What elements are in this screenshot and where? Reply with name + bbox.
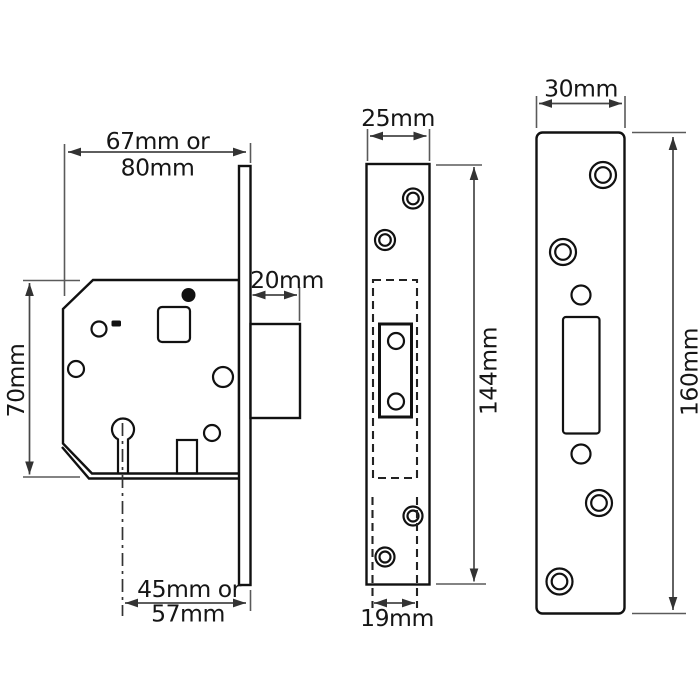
strike-bolt-aperture bbox=[561, 315, 601, 435]
faceplate-screw-hole-4 bbox=[374, 546, 396, 568]
case-bottom-slot bbox=[175, 438, 199, 475]
faceplate-front-view bbox=[365, 162, 431, 586]
bolt-face bbox=[378, 322, 413, 419]
keyhole bbox=[110, 417, 136, 473]
case-fold-edge-line bbox=[61, 446, 239, 480]
strike-screw-hole-3 bbox=[584, 488, 614, 518]
strike-screw-hole-2 bbox=[548, 237, 578, 267]
case-hole-top-left bbox=[90, 320, 108, 338]
spindle-follower-square bbox=[156, 305, 192, 344]
bolt-face-hole-top bbox=[386, 331, 406, 351]
label-inner-width: 19mm bbox=[360, 604, 434, 632]
faceplate-screw-hole-1 bbox=[401, 187, 425, 210]
label-case-width-2: 80mm bbox=[121, 154, 195, 182]
strike-hole-upper bbox=[570, 284, 592, 306]
label-strike-width: 30mm bbox=[544, 75, 618, 103]
label-backset-1: 45mm or bbox=[137, 575, 242, 603]
label-faceplate-width: 25mm bbox=[361, 104, 435, 132]
bolt-face-hole-bottom bbox=[386, 392, 406, 411]
faceplate-screw-hole-3 bbox=[402, 505, 424, 527]
strike-screw-hole-4 bbox=[545, 567, 574, 596]
strike-hole-lower bbox=[570, 443, 592, 465]
deadbolt-side bbox=[249, 322, 302, 420]
side-view-lock-case bbox=[61, 164, 302, 616]
label-backset-2: 57mm bbox=[151, 600, 225, 628]
faceplate-dimensions: 25mm 144mm 19mm bbox=[360, 104, 502, 632]
case-hidden-outline bbox=[371, 278, 419, 480]
case-hole-bottom-right bbox=[202, 423, 222, 443]
case-slot-mark bbox=[111, 320, 121, 327]
strike-screw-hole-1 bbox=[588, 160, 618, 190]
label-case-height: 70mm bbox=[2, 344, 30, 418]
faceplate-side bbox=[237, 164, 252, 587]
side-view-dimensions: 67mm or 80mm 20mm 70mm 45mm or 57mm bbox=[2, 127, 324, 628]
label-strike-height: 160mm bbox=[676, 328, 700, 416]
label-bolt-throw: 20mm bbox=[250, 266, 324, 294]
strike-plate-view bbox=[535, 131, 626, 615]
case-hole-right bbox=[211, 365, 235, 389]
strike-plate-dimensions: 30mm 160mm bbox=[535, 75, 700, 615]
label-case-width-1: 67mm or bbox=[106, 127, 211, 155]
fixing-dot bbox=[181, 288, 196, 302]
label-faceplate-height: 144mm bbox=[475, 327, 503, 415]
strike-plate bbox=[535, 131, 626, 615]
faceplate-screw-hole-2 bbox=[373, 228, 397, 252]
case-hole-left bbox=[66, 359, 86, 379]
